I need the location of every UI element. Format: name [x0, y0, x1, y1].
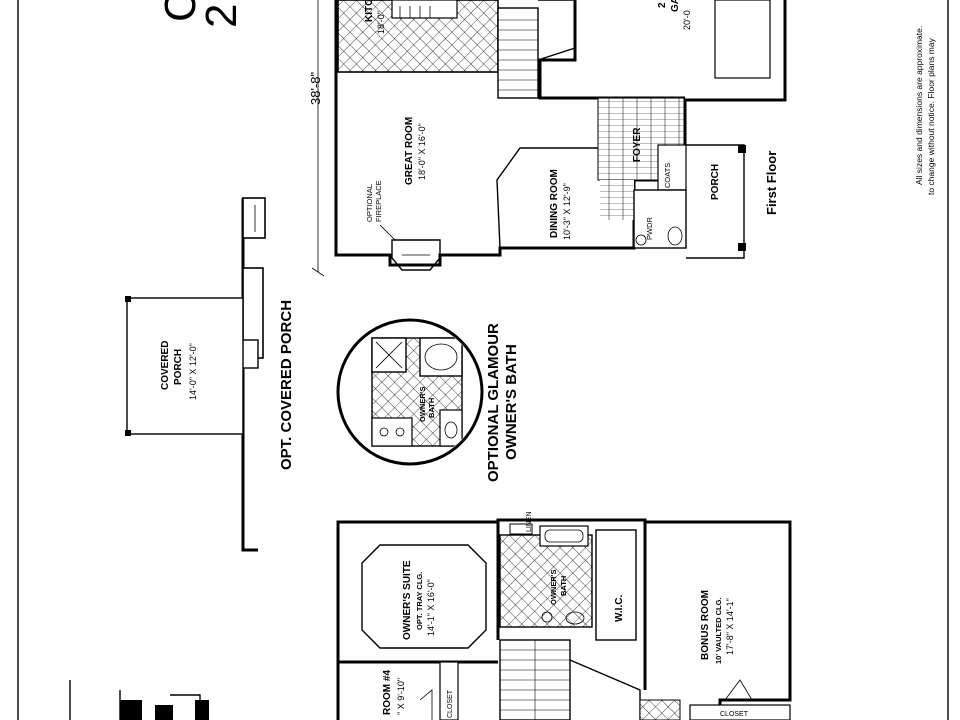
- covered-porch-size: 14'-0" X 12'-0": [188, 343, 198, 400]
- opt-covered-porch-title: OPT. COVERED PORCH: [278, 300, 295, 470]
- garage-prefix: 2: [657, 2, 668, 8]
- glamour-bath-inset: OWNER'S BATH OPTIONAL GLAMOUR OWNER'S BA…: [336, 318, 520, 482]
- bedroom4-label: ROOM #4: [382, 670, 393, 715]
- fireplace-label-2: FIREPLACE: [374, 180, 383, 222]
- owners-suite-size: 14'-1" X 16'-0": [426, 579, 436, 636]
- dining-room-label: DINING ROOM: [549, 169, 560, 238]
- pwdr-label: PWDR: [645, 217, 654, 240]
- kitchen-label: KITC: [364, 0, 375, 22]
- first-floor-label: First Floor: [764, 151, 779, 215]
- garage-size: 20'-0: [682, 10, 692, 30]
- disclaimer-line1: All sizes and dimensions are approximate…: [914, 26, 924, 185]
- owners-suite-label: OWNER'S SUITE: [402, 560, 413, 640]
- fireplace-label-1: OPTIONAL: [365, 184, 374, 222]
- owners-suite-note: OPT. TRAY CLG.: [415, 572, 424, 630]
- bedroom4-size: " X 9'-10": [396, 678, 406, 715]
- garage-label: GA: [670, 0, 681, 12]
- first-floor-plan: 38'-8" 2 GA 20'-0 KITC 18'-0" GREAT ROOM…: [308, 0, 787, 277]
- glamour-bath-label-1: OWNER'S: [418, 386, 427, 422]
- bonus-room-size: 17'-8" X 14'-1": [725, 598, 735, 655]
- owners-bath-label-1: OWNER'S: [549, 569, 558, 605]
- glamour-bath-title-2: OWNER'S BATH: [503, 344, 520, 460]
- porch-label: PORCH: [710, 164, 721, 200]
- closet2-label: CLOSET: [447, 689, 454, 718]
- second-floor-plan: OWNER'S SUITE OPT. TRAY CLG. 14'-1" X 16…: [336, 511, 792, 720]
- glamour-bath-title-1: OPTIONAL GLAMOUR: [485, 323, 502, 482]
- closet-label: CLOSET: [720, 711, 749, 718]
- opt-covered-porch-plan: COVERED PORCH 14'-0" X 12'-0" OPT. COVER…: [125, 197, 295, 552]
- dining-room-size: 10'-3" X 12'-9": [562, 183, 572, 240]
- bonus-room-note: 10' VAULTED CLG.: [714, 597, 723, 664]
- covered-porch-line1: COVERED: [160, 341, 171, 390]
- kitchen-size: 18'-0": [376, 11, 386, 34]
- coats-label: COATS: [663, 163, 672, 188]
- glamour-bath-label-2: BATH: [427, 398, 436, 418]
- disclaimer: All sizes and dimensions are approximate…: [914, 26, 936, 195]
- foyer-label: FOYER: [632, 127, 643, 162]
- covered-porch-line2: PORCH: [173, 349, 184, 385]
- great-room-label: GREAT ROOM: [404, 117, 415, 185]
- title-fragment-num: 2: [197, 4, 246, 28]
- title-fragment-c: C: [156, 0, 205, 22]
- linen-label: LINEN: [526, 511, 533, 532]
- page-border: [17, 0, 949, 720]
- disclaimer-line2: to change without notice. Floor plans ma…: [926, 37, 936, 195]
- bonus-room-label: BONUS ROOM: [700, 590, 711, 660]
- wic-label: W.I.C.: [614, 595, 625, 622]
- great-room-size: 18'-0" X 16'-0": [417, 123, 427, 180]
- dimension-38-8: 38'-8": [308, 71, 323, 105]
- owners-bath-label-2: BATH: [559, 576, 568, 596]
- title-fragment: C 2: [69, 0, 246, 720]
